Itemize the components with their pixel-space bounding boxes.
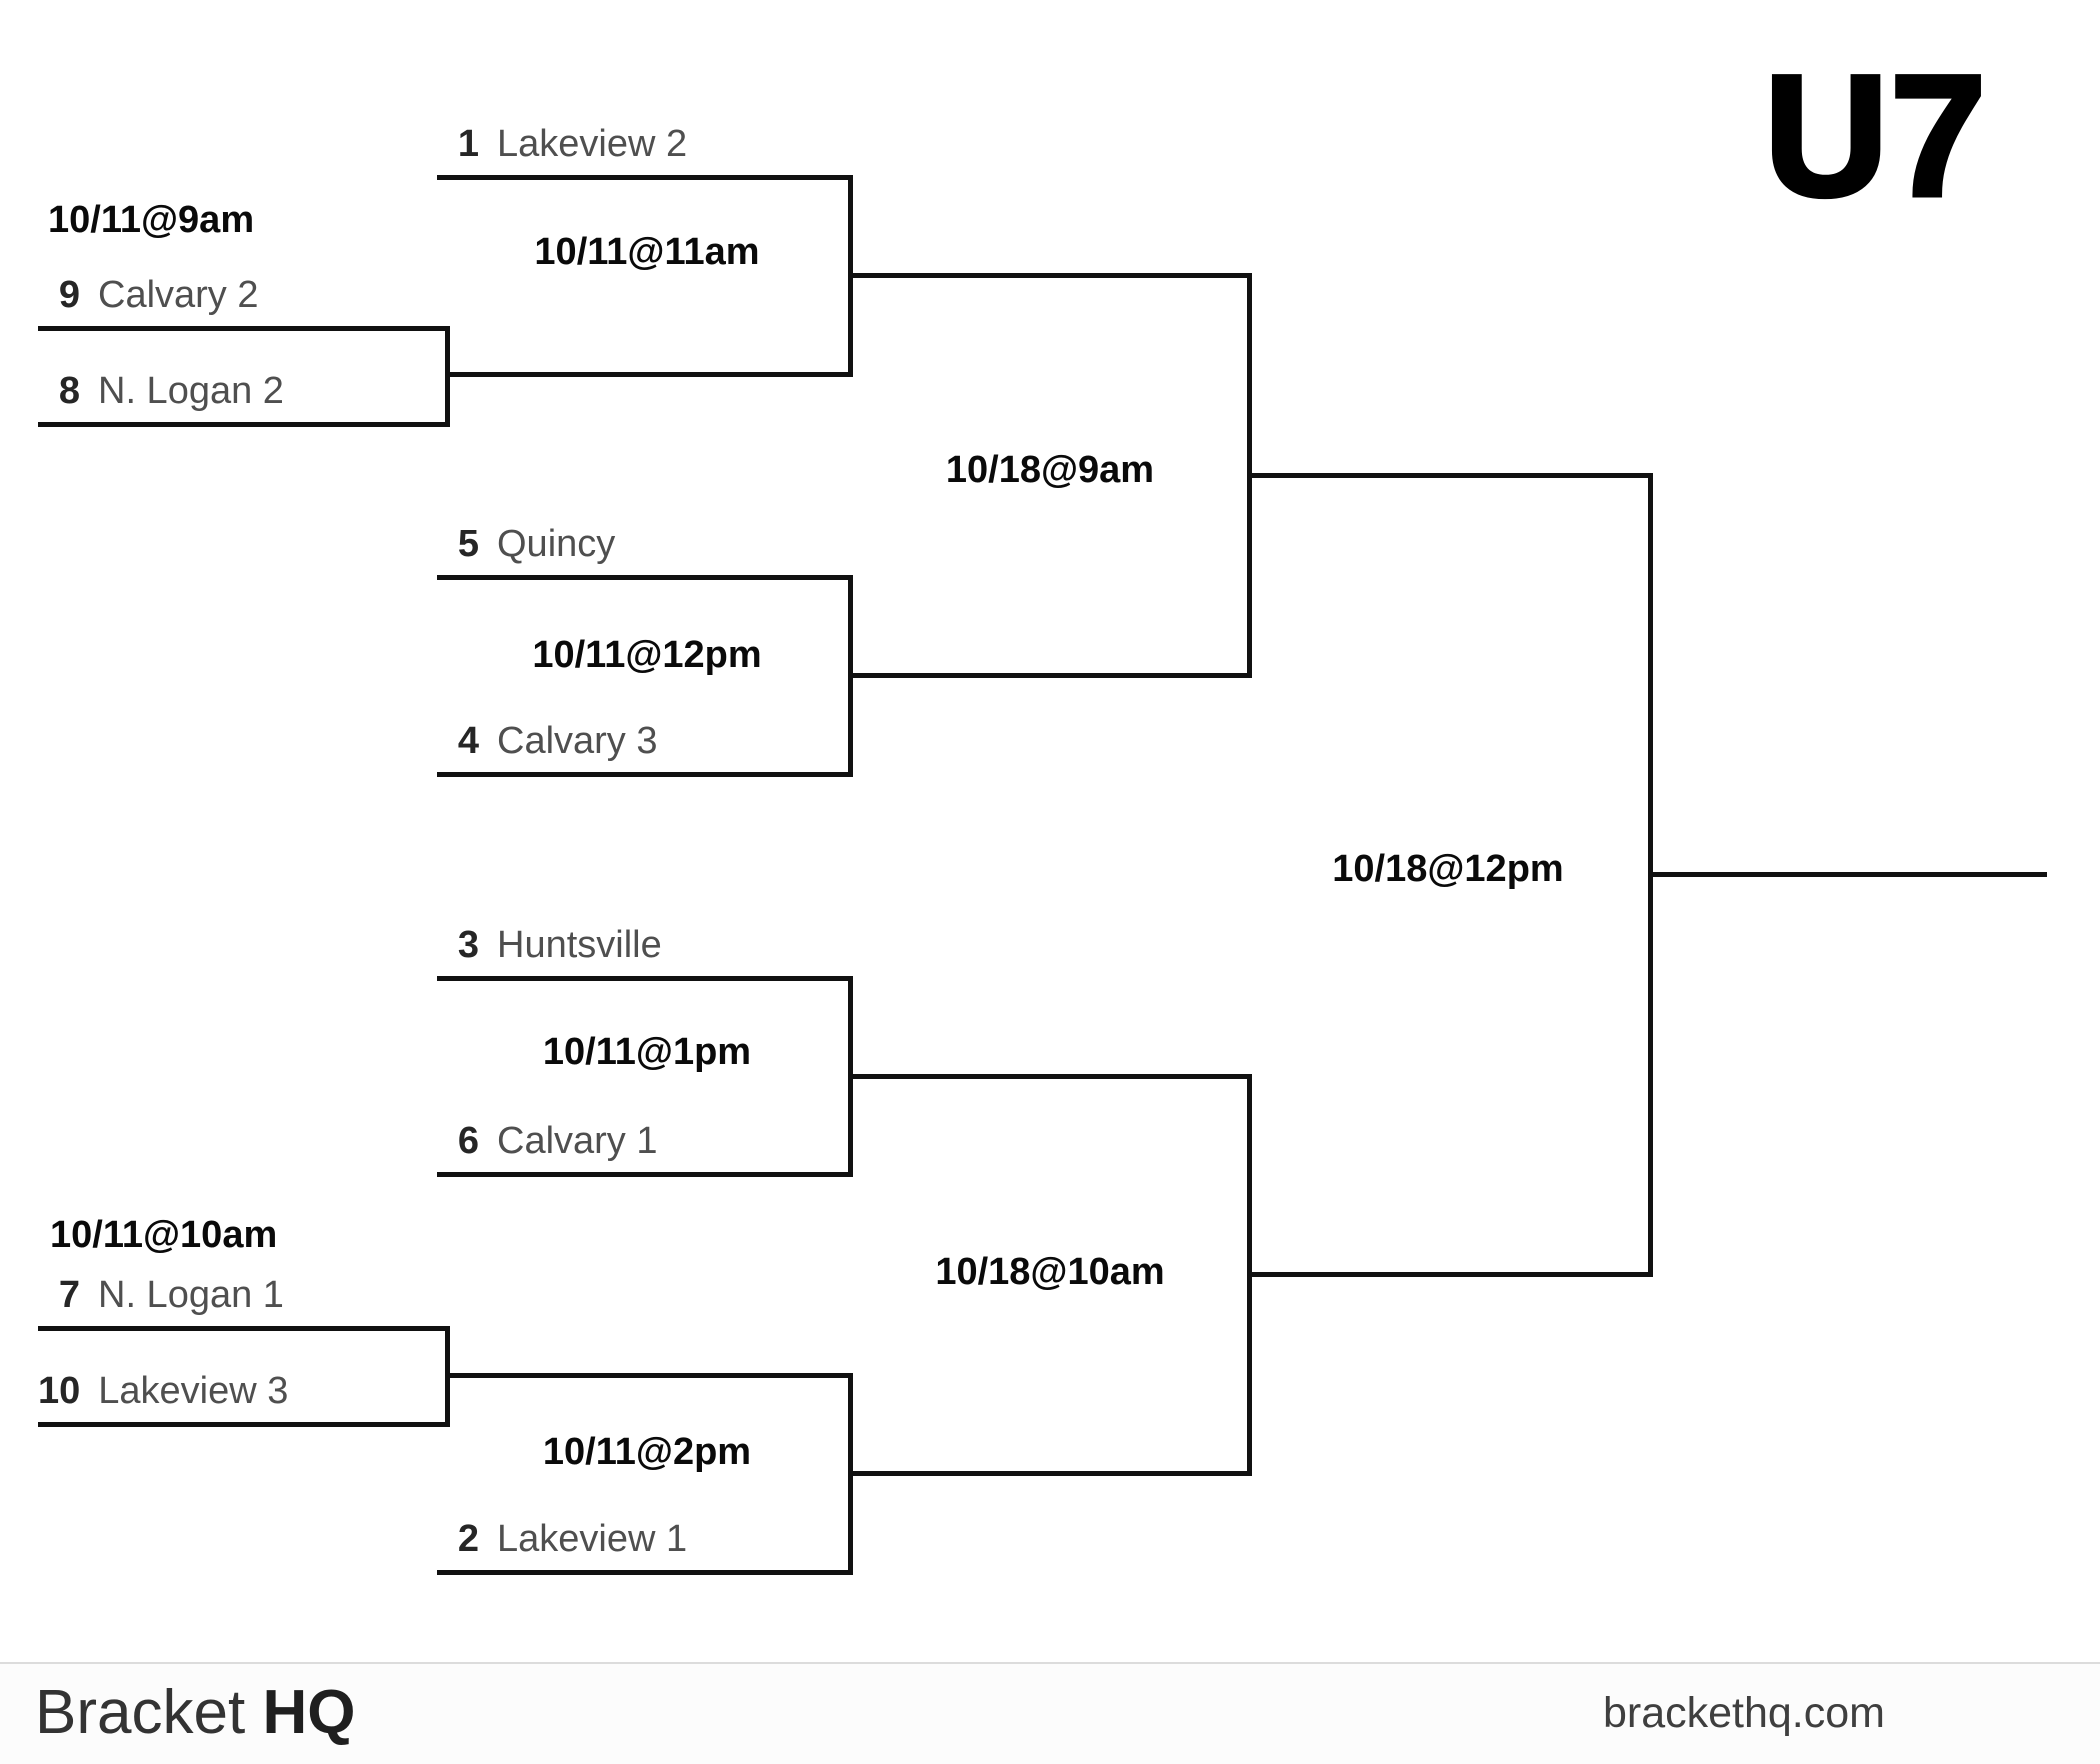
team-slot-calvary-3: 4 Calvary 3	[437, 708, 848, 772]
team-seed: 1	[457, 123, 479, 165]
team-name: Calvary 1	[497, 1120, 658, 1162]
division-title: U7	[1762, 40, 1989, 232]
slot-line	[38, 326, 450, 331]
brand-logo: Bracket HQ	[35, 1678, 355, 1748]
team-seed: 4	[457, 720, 479, 762]
website-link[interactable]: brackethq.com	[1602, 1689, 1885, 1737]
team-name: N. Logan 1	[98, 1274, 284, 1316]
semifinal2-time-label: 10/18@10am	[935, 1251, 1165, 1293]
round1-match4-time-label: 10/11@2pm	[542, 1431, 752, 1473]
slot-line	[437, 175, 853, 180]
team-seed: 8	[58, 370, 80, 412]
team-slot-calvary-2: 9 Calvary 2	[38, 262, 445, 326]
team-slot-lakeview-3: 10 Lakeview 3	[38, 1358, 445, 1422]
slot-line	[38, 422, 450, 427]
team-slot-lakeview-2: 1 Lakeview 2	[437, 111, 848, 175]
team-name: Lakeview 1	[497, 1518, 688, 1560]
slot-line	[437, 1172, 853, 1177]
team-slot-n-logan-2: 8 N. Logan 2	[38, 358, 445, 422]
brand-regular: Bracket	[35, 1678, 246, 1747]
team-slot-calvary-1: 6 Calvary 1	[437, 1108, 848, 1172]
team-seed: 3	[457, 924, 479, 966]
champion-line	[1648, 872, 2047, 877]
slot-line	[38, 1422, 450, 1427]
slot-line	[437, 575, 853, 580]
team-seed: 2	[457, 1518, 479, 1560]
team-slot-huntsville: 3 Huntsville	[437, 912, 848, 976]
slot-line-playin1-winner	[445, 372, 853, 377]
team-name: Lakeview 3	[98, 1370, 289, 1412]
round1-match1-time-label: 10/11@11am	[534, 231, 760, 273]
slot-line	[38, 1326, 450, 1331]
team-name: Calvary 2	[98, 274, 259, 316]
playin1-time-label: 10/11@9am	[48, 199, 255, 241]
team-seed: 7	[58, 1274, 80, 1316]
team-name: N. Logan 2	[98, 370, 284, 412]
semifinal1-time-label: 10/18@9am	[945, 449, 1155, 491]
team-slot-quincy: 5 Quincy	[437, 511, 848, 575]
winner-line	[1247, 473, 1653, 478]
footer: Bracket HQ brackethq.com	[0, 1662, 2100, 1764]
team-seed: 10	[38, 1370, 81, 1412]
winner-line	[848, 273, 1252, 278]
winner-line	[848, 1074, 1252, 1079]
team-name: Quincy	[497, 523, 616, 565]
winner-line	[848, 1471, 1252, 1476]
team-seed: 9	[58, 274, 80, 316]
round1-match2-time-label: 10/11@12pm	[532, 634, 762, 676]
team-seed: 6	[457, 1120, 479, 1162]
winner-line	[1247, 1272, 1653, 1277]
team-slot-n-logan-1: 7 N. Logan 1	[38, 1262, 445, 1326]
slot-line	[437, 772, 853, 777]
team-name: Lakeview 2	[497, 123, 688, 165]
brand-bold: HQ	[262, 1678, 356, 1747]
playin2-time-label: 10/11@10am	[50, 1214, 278, 1256]
final-time-label: 10/18@12pm	[1332, 848, 1564, 890]
round1-match3-time-label: 10/11@1pm	[542, 1031, 752, 1073]
team-name: Calvary 3	[497, 720, 658, 762]
team-name: Huntsville	[497, 924, 662, 966]
winner-line	[848, 673, 1252, 678]
slot-line	[437, 1570, 853, 1575]
slot-line	[437, 976, 853, 981]
team-slot-lakeview-1: 2 Lakeview 1	[437, 1506, 848, 1570]
slot-line-playin2-winner	[445, 1373, 853, 1378]
team-seed: 5	[457, 523, 479, 565]
